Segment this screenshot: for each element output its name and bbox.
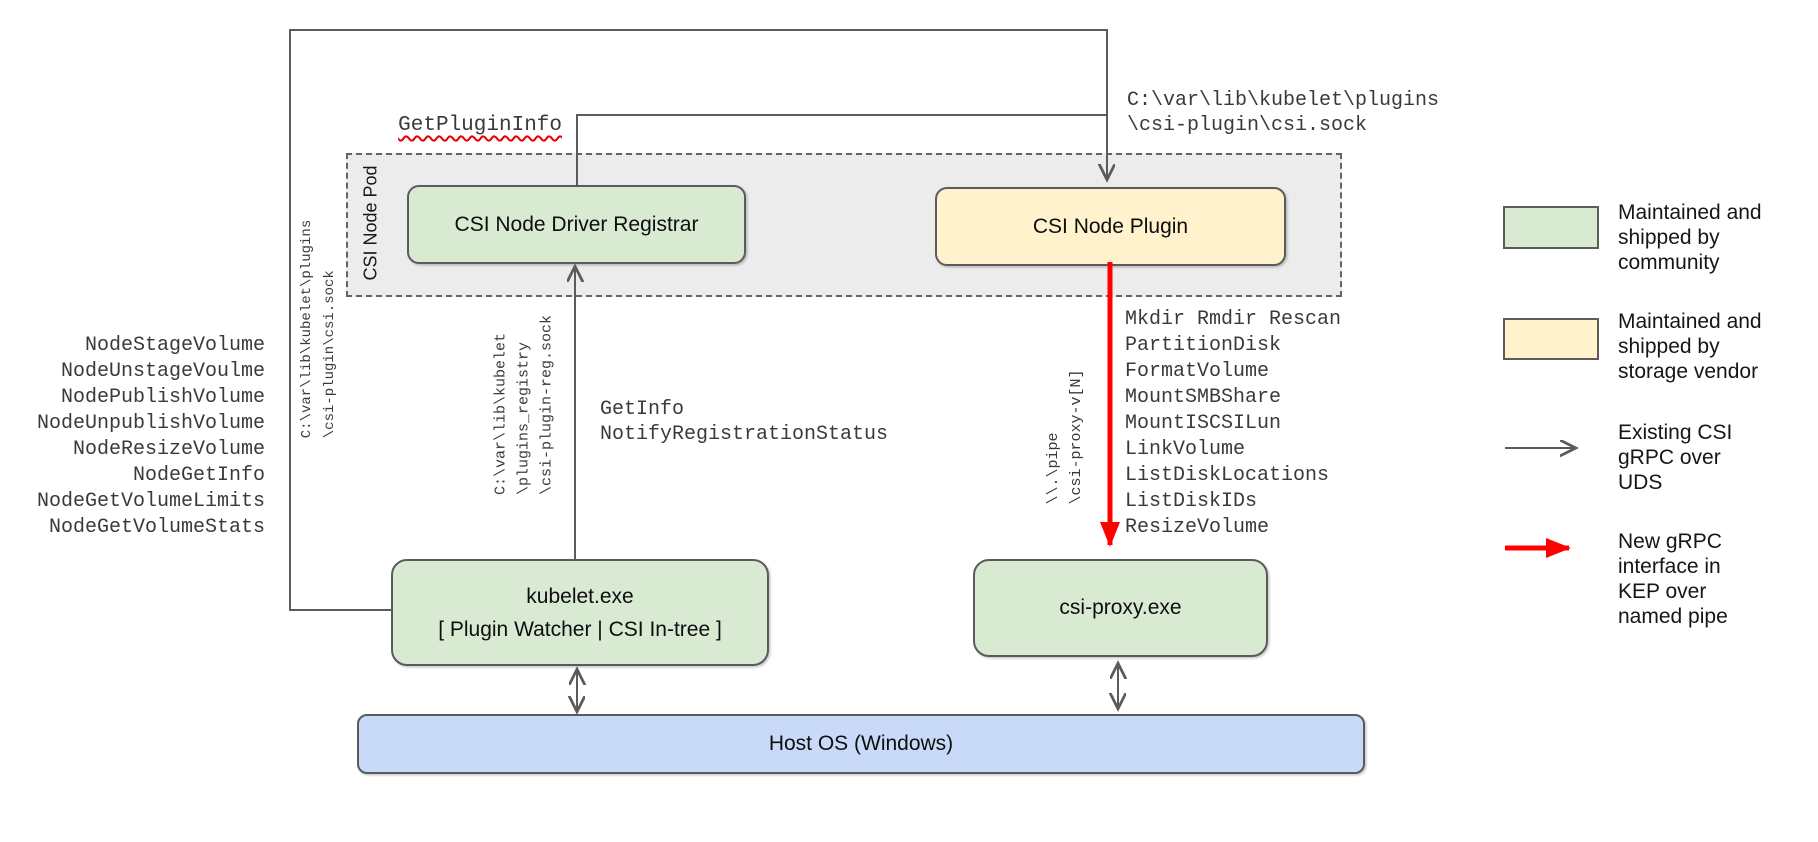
host-os-box: Host OS (Windows) [357, 714, 1365, 774]
list-item: NodeUnpublishVolume [36, 412, 265, 435]
list-item: NodeStageVolume [84, 334, 265, 357]
csi-node-pod-label: CSI Node Pod [360, 165, 381, 281]
list-item: ListDiskLocations [1125, 464, 1330, 487]
legend-community-label: Maintained and shipped by community [1618, 201, 1762, 274]
host-os-label: Host OS (Windows) [768, 732, 954, 755]
legend-vendor-label: Maintained and shipped by storage vendor [1618, 310, 1762, 383]
list-item: NodeGetVolumeLimits [36, 490, 265, 513]
list-item: ResizeVolume [1125, 516, 1270, 539]
registrar-label: CSI Node Driver Registrar [454, 212, 699, 236]
list-item: Mkdir Rmdir Rescan [1125, 308, 1342, 331]
list-item: PartitionDisk [1125, 334, 1282, 357]
legend-yellow-swatch [1503, 318, 1599, 360]
list-item: FormatVolume [1125, 360, 1270, 383]
legend-existing-grpc-label: Existing CSI gRPC over UDS [1618, 421, 1733, 494]
legend-red-arrow-icon [1505, 538, 1572, 558]
list-item: MountSMBShare [1125, 386, 1282, 409]
list-item: LinkVolume [1125, 438, 1246, 461]
named-pipe-path-rotated: \\.\pipe \csi-proxy-v[N] [1045, 369, 1085, 505]
getplugininfo-label: GetPluginInfo [398, 114, 562, 137]
list-item: NodeGetVolumeStats [48, 516, 265, 539]
list-item: NodeResizeVolume [72, 438, 265, 461]
list-item: NodeUnstageVoulme [60, 360, 265, 383]
csi-node-driver-registrar-box: CSI Node Driver Registrar [407, 185, 746, 264]
legend-green-swatch [1503, 206, 1599, 249]
kubelet-box: kubelet.exe [ Plugin Watcher | CSI In-tr… [391, 559, 769, 666]
list-item: NodePublishVolume [60, 386, 265, 409]
node-grpc-calls-list: NodeStageVolume NodeUnstageVoulme NodePu… [35, 333, 265, 541]
kubelet-label: kubelet.exe [ Plugin Watcher | CSI In-tr… [438, 584, 722, 641]
plugin-label: CSI Node Plugin [1032, 214, 1189, 238]
legend-new-grpc-label: New gRPC interface in KEP over named pip… [1618, 530, 1728, 628]
list-item: NodeGetInfo [132, 464, 265, 487]
registration-sock-path-rotated: C:\var\lib\kubelet \plugins_registry \cs… [492, 314, 556, 496]
csi-sock-path-top-right: C:\var\lib\kubelet\plugins \csi-plugin\c… [1127, 89, 1440, 137]
registration-calls-label: GetInfo NotifyRegistrationStatus [600, 398, 889, 446]
csi-proxy-operations-list: Mkdir Rmdir Rescan PartitionDisk FormatV… [1125, 307, 1341, 541]
csi-sock-path-left-rotated: C:\var\lib\kubelet\plugins \csi-plugin\c… [299, 219, 338, 439]
list-item: MountISCSILun [1125, 412, 1282, 435]
csi-node-plugin-box: CSI Node Plugin [935, 187, 1286, 266]
list-item: ListDiskIDs [1125, 490, 1258, 513]
csi-proxy-label: csi-proxy.exe [1059, 596, 1182, 619]
legend-gray-arrow-icon [1505, 438, 1595, 458]
csi-proxy-box: csi-proxy.exe [973, 559, 1268, 657]
